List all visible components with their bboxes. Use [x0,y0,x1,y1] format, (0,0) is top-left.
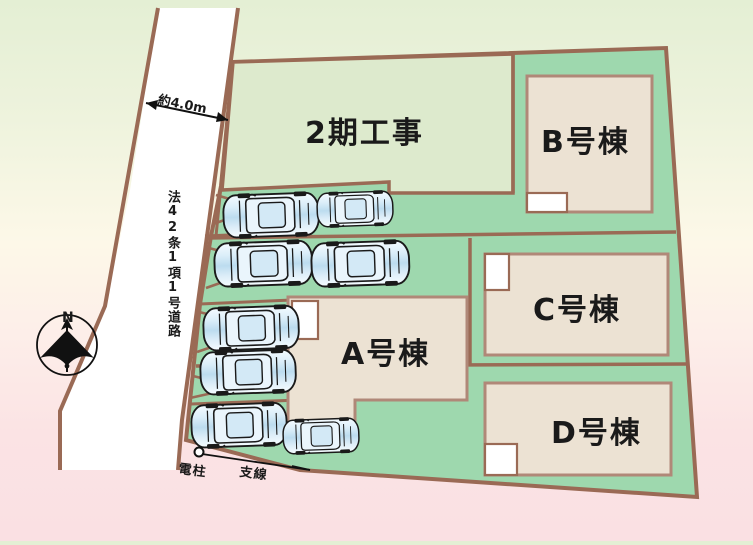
lot-label-building-d: D号棟 [551,416,642,451]
car-top-view-icon [309,237,411,290]
utility-pole-label: 電柱 [177,461,208,481]
road-name-label: 法42条1項1号道路 [165,190,180,338]
lot-label-building-a: A号棟 [341,337,431,372]
car-top-view-icon [198,346,298,398]
compass-rose-icon [36,314,98,376]
guy-wire-label: 支線 [238,464,269,484]
lot-label-building-c: C号棟 [533,293,622,328]
compass-north-label: N [62,310,76,326]
car-top-view-icon [281,415,361,457]
lot-label-building-b: B号棟 [541,125,630,160]
car-top-view-icon [189,399,289,451]
car-top-view-icon [221,189,321,241]
car-top-view-icon [212,237,314,290]
road-width-dimension [145,100,229,122]
car-top-view-icon [315,188,395,230]
lot-label-phase2: 2期工事 [305,116,424,151]
building-d [483,381,673,477]
building-c [483,252,670,357]
road-area [58,7,240,471]
building-b [525,74,654,214]
utility-pole-icon [193,446,311,471]
car-top-view-icon [201,302,301,354]
